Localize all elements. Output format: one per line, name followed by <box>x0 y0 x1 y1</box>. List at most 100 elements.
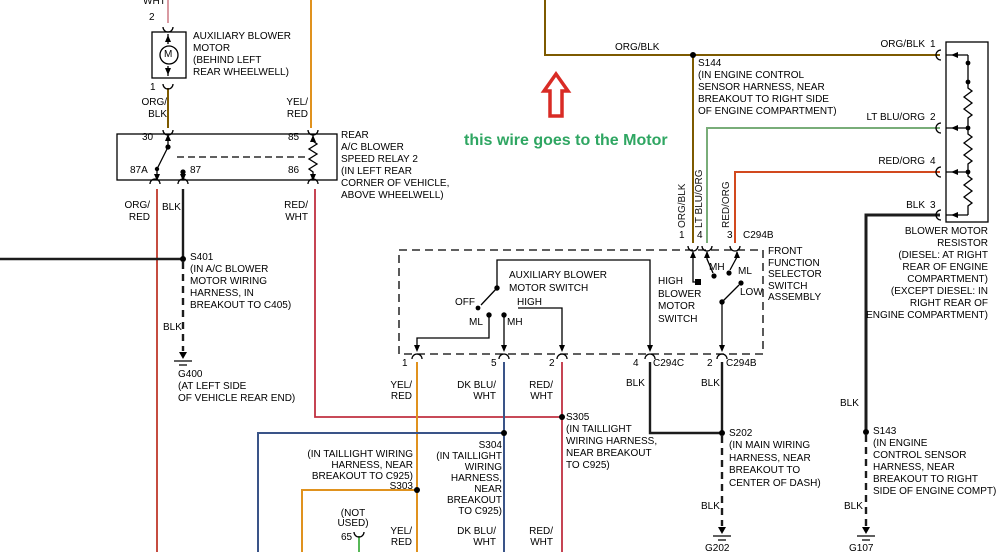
relay-pin-87: 87 <box>190 165 202 176</box>
resistor-name: BLOWER MOTOR RESISTOR (DIESEL: AT RIGHT … <box>866 226 988 321</box>
c294b-top-pin3: 3 <box>727 230 733 241</box>
wire-label-dk-blu-mid: DK BLU/ WHT <box>457 380 496 402</box>
ground-g202-icon <box>713 527 731 541</box>
wire-dk-blu-wht-branch <box>257 432 504 552</box>
splice-id-s202: S202 <box>729 428 753 439</box>
splice-loc-s144: (IN ENGINE CONTROL SENSOR HARNESS, NEAR … <box>698 70 837 117</box>
wire-lt-blu-org <box>706 127 940 243</box>
wire-red-org <box>734 171 940 243</box>
wire-label-blk-87: BLK <box>162 202 181 213</box>
wire-label-blk-resistor: BLK <box>840 398 859 409</box>
aux-switch-mh: MH <box>507 317 523 328</box>
splice-s202-dot <box>719 430 725 436</box>
aux-switch-off: OFF <box>455 297 475 308</box>
relay-pin-30: 30 <box>142 132 154 143</box>
wire-label-org-red: ORG/ RED <box>124 200 150 223</box>
bottom-pin-1: 1 <box>402 358 408 369</box>
splice-id-s401: S401 <box>190 252 214 263</box>
splice-s143-dot <box>863 429 869 435</box>
motor-pin2: 2 <box>149 12 155 23</box>
wire-label-blk-c294b: BLK <box>701 378 720 389</box>
relay-pin-86: 86 <box>288 165 300 176</box>
assembly-name: FRONT FUNCTION SELECTOR SWITCH ASSEMBLY <box>768 246 822 303</box>
splice-s401-dot <box>180 256 186 262</box>
wire-label-yel-red-mid: YEL/ RED <box>390 380 412 402</box>
high-switch-low: LOW <box>740 287 763 298</box>
resistor-pin4-wire: RED/ORG <box>878 156 925 167</box>
splice-s304-dot <box>501 430 507 436</box>
resistor-pin2-num: 2 <box>930 112 936 123</box>
ground-loc-g400: (AT LEFT SIDE OF VEHICLE REAR END) <box>178 381 296 404</box>
connector-icons <box>149 26 942 538</box>
connector-label-c294c: C294C <box>653 358 685 369</box>
selector-switch-assembly-box <box>398 249 764 355</box>
bottom-pin-4: 4 <box>633 358 639 369</box>
ground-id-g400: G400 <box>178 369 203 380</box>
resistor-pin1-num: 1 <box>930 39 936 50</box>
not-used-pin-65: 65 <box>341 532 353 543</box>
aux-switch-name: AUXILIARY BLOWER MOTOR SWITCH <box>509 270 607 294</box>
wire-label-yel-red-bot: YEL/ RED <box>390 526 412 548</box>
splice-loc-s401: (IN A/C BLOWER MOTOR WIRING HARNESS, IN … <box>190 264 292 311</box>
splice-id-s303: S303 <box>389 481 413 492</box>
wire-label-wht: WHT <box>143 0 166 7</box>
ground-id-g202: G202 <box>705 543 730 552</box>
wire-red-wht <box>314 189 562 418</box>
resistor-pin3-num: 3 <box>930 200 936 211</box>
resistor-pin4-num: 4 <box>930 156 936 167</box>
wire-label-blk-s401: BLK <box>163 322 182 333</box>
wire-label-blk-c294c: BLK <box>626 378 645 389</box>
wires-layer <box>0 0 940 552</box>
ground-g400-icon <box>174 352 192 366</box>
connector-label-c294b-top: C294B <box>743 230 774 241</box>
wire-label-org-blk-left: ORG/ BLK <box>141 97 167 120</box>
wire-label-red-wht-mid: RED/ WHT <box>529 380 553 402</box>
not-used-label: (NOT USED) <box>337 508 369 529</box>
wire-label-org-blk-top: ORG/BLK <box>615 42 660 53</box>
relay-pin-87a: 87A <box>130 165 148 176</box>
splice-loc-s143: (IN ENGINE CONTROL SENSOR HARNESS, NEAR … <box>873 438 997 497</box>
relay-pin-85: 85 <box>288 132 300 143</box>
splice-s305-dot <box>559 414 565 420</box>
resistor-pin1-wire: ORG/BLK <box>880 39 925 50</box>
resistor-pin2-wire: LT BLU/ORG <box>866 112 925 123</box>
splice-s144-dot <box>690 52 696 58</box>
c294b-top-pin1: 1 <box>679 230 685 241</box>
c294b-top-pin4: 4 <box>697 230 703 241</box>
wire-org-blk-top <box>544 0 940 56</box>
relay-name: REAR A/C BLOWER SPEED RELAY 2 (IN LEFT R… <box>341 130 450 201</box>
motor-symbol-letter: M <box>164 49 173 60</box>
splice-s303-dot <box>414 487 420 493</box>
wire-label-dk-blu-bot: DK BLU/ WHT <box>457 526 496 548</box>
blower-motor-resistor-symbol <box>945 41 989 223</box>
ground-g107-icon <box>857 527 875 541</box>
bottom-pin-2b: 2 <box>707 358 713 369</box>
aux-switch-ml: ML <box>469 317 483 328</box>
high-switch-ml: ML <box>738 266 752 277</box>
wire-label-org-blk-vert: ORG/BLK <box>677 183 688 228</box>
wire-blk-c294c <box>648 362 722 435</box>
splice-loc-s304: (IN TAILLIGHT WIRING HARNESS, NEAR BREAK… <box>436 451 502 517</box>
wire-yel-red-branch <box>301 489 417 552</box>
wire-label-lt-blu-org-vert: LT BLU/ORG <box>694 169 705 228</box>
wire-label-red-org-vert: RED/ORG <box>721 181 732 228</box>
splice-id-s305: S305 <box>566 412 590 423</box>
high-switch-name: HIGH BLOWER MOTOR SWITCH <box>658 276 702 325</box>
connector-label-c294b-bottom: C294B <box>726 358 757 369</box>
splice-id-s143: S143 <box>873 426 897 437</box>
splice-id-s304: S304 <box>478 440 502 451</box>
resistor-pin3-wire: BLK <box>906 200 925 211</box>
ground-id-g107: G107 <box>849 543 874 552</box>
red-up-arrow-icon <box>540 70 572 118</box>
splice-dots <box>180 52 869 493</box>
wire-label-blk-s143: BLK <box>844 501 863 512</box>
relay-symbol <box>116 133 338 181</box>
wire-label-red-wht: RED/ WHT <box>284 200 308 223</box>
motor-name: AUXILIARY BLOWER MOTOR (BEHIND LEFT REAR… <box>193 31 291 78</box>
splice-loc-s303: (IN TAILLIGHT WIRING HARNESS, NEAR BREAK… <box>307 449 413 482</box>
splice-loc-s305: (IN TAILLIGHT WIRING HARNESS, NEAR BREAK… <box>566 424 658 471</box>
high-switch-mh: MH <box>709 262 725 273</box>
splice-id-s144: S144 <box>698 58 722 69</box>
